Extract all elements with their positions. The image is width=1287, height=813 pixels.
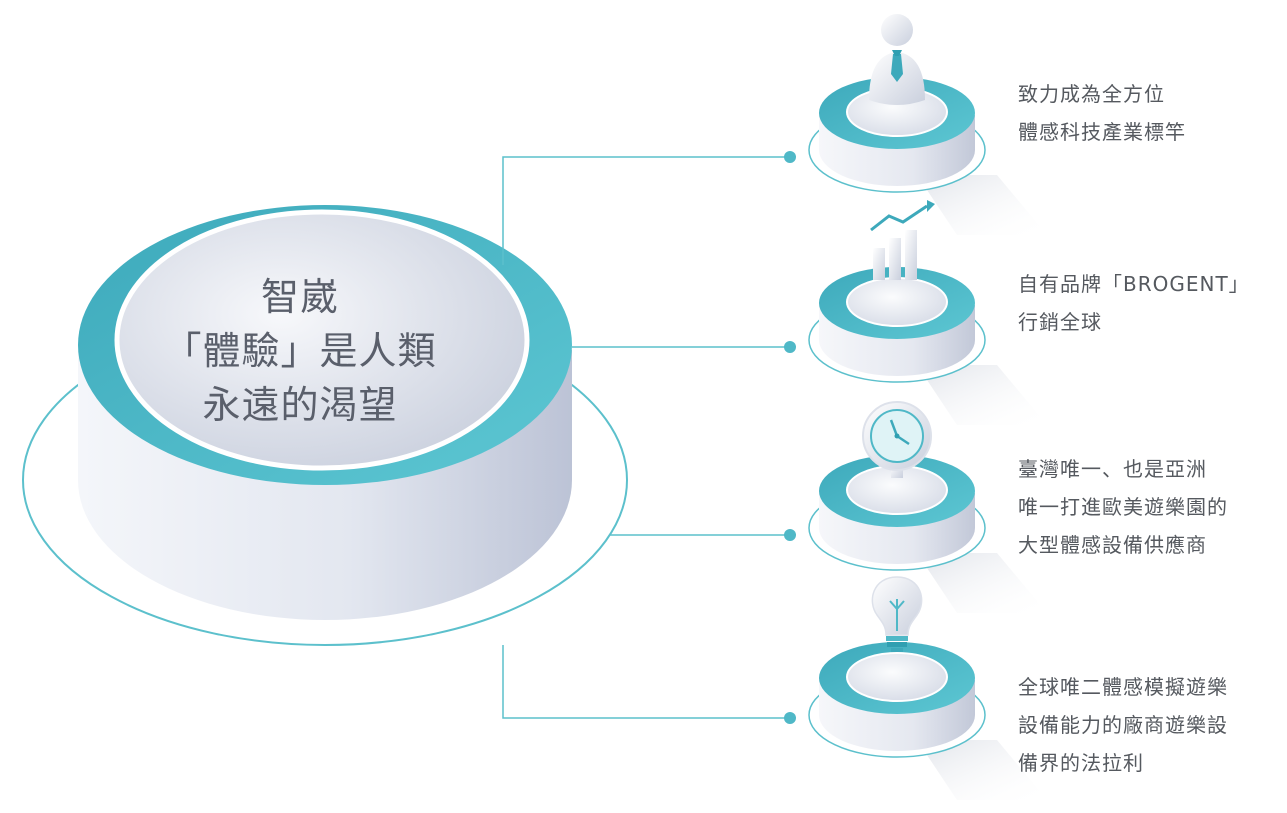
item-1-line-2: 體感科技產業標竿 — [1018, 120, 1186, 144]
connector-lines — [502, 156, 790, 719]
pedestal-1 — [808, 14, 1047, 235]
connector-dot-2 — [784, 341, 796, 353]
main-title-line-2: 「體驗」是人類 — [163, 329, 437, 373]
item-2-line-1: 自有品牌「BROGENT」 — [1018, 272, 1250, 296]
main-title-line-3: 永遠的渴望 — [202, 383, 398, 427]
main-top-surface — [114, 209, 530, 471]
pedestal-shadow — [917, 175, 1047, 235]
pedestal-2 — [808, 200, 1047, 425]
item-2-text: 自有品牌「BROGENT」 行銷全球 — [1018, 265, 1287, 341]
connector-dot-3 — [784, 529, 796, 541]
connector-dot-1 — [784, 151, 796, 163]
connector-dot-4 — [784, 712, 796, 724]
pedestal-3 — [808, 401, 1047, 613]
connector-4 — [502, 645, 790, 719]
item-4-line-3: 備界的法拉利 — [1018, 751, 1144, 775]
item-3-line-2: 唯一打進歐美遊樂園的 — [1018, 495, 1228, 519]
pedestal-top — [846, 652, 948, 702]
connector-dots — [784, 151, 796, 724]
item-3-line-1: 臺灣唯一、也是亞洲 — [1018, 457, 1207, 481]
item-4-text: 全球唯二體感模擬遊樂 設備能力的廠商遊樂設 備界的法拉利 — [1018, 668, 1287, 782]
growth-chart-icon — [870, 200, 935, 280]
lightbulb-icon — [871, 576, 923, 652]
main-title-line-1: 智崴 — [260, 275, 339, 319]
pedestal-shadow — [917, 740, 1047, 800]
main-title: 智崴 「體驗」是人類 永遠的渴望 — [150, 270, 450, 432]
pedestal-shadow — [917, 365, 1047, 425]
connector-1 — [502, 156, 790, 265]
clock-icon — [862, 401, 932, 478]
item-3-line-3: 大型體感設備供應商 — [1018, 533, 1207, 557]
item-4-line-2: 設備能力的廠商遊樂設 — [1018, 713, 1228, 737]
item-3-text: 臺灣唯一、也是亞洲 唯一打進歐美遊樂園的 大型體感設備供應商 — [1018, 450, 1287, 564]
item-4-line-1: 全球唯二體感模擬遊樂 — [1018, 675, 1228, 699]
main-pedestal — [22, 205, 628, 646]
pedestal-top — [846, 277, 948, 327]
item-1-line-1: 致力成為全方位 — [1018, 82, 1165, 106]
item-2-line-2: 行銷全球 — [1018, 310, 1102, 334]
pedestal-shadow — [917, 553, 1047, 613]
pedestal-4 — [808, 576, 1047, 800]
businessman-icon — [869, 14, 925, 105]
item-1-text: 致力成為全方位 體感科技產業標竿 — [1018, 75, 1287, 151]
